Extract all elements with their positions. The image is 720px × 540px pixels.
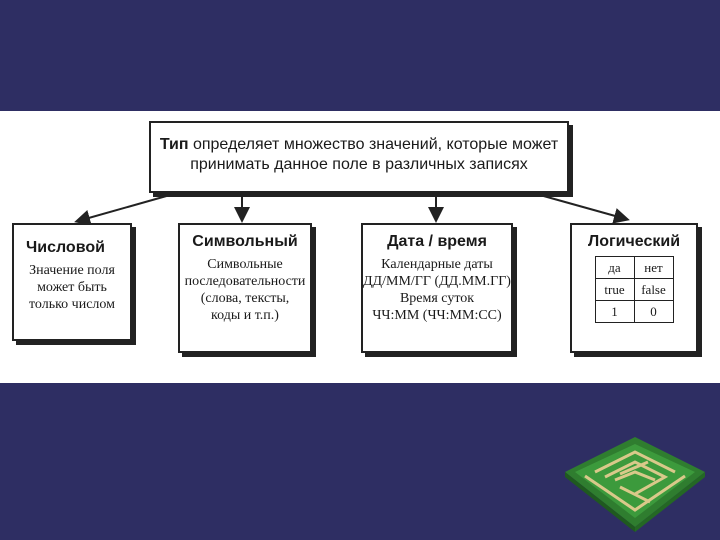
table-cell: true [594, 278, 635, 301]
string-type-box: Символьный Символьные последовательности… [178, 223, 312, 353]
table-row: да нет [594, 256, 674, 279]
table-cell: нет [633, 256, 674, 279]
datetime-type-title: Дата / время [387, 233, 487, 250]
arrow-to-numeric [74, 194, 171, 226]
numeric-type-box: Числовой Значение поля может быть только… [12, 223, 132, 341]
connector-arrows [74, 194, 630, 226]
content-band: Тип определяет множество значений, котор… [0, 111, 720, 383]
string-type-title: Символьный [192, 233, 298, 250]
string-type-description: Символьные последовательности (слова, те… [184, 257, 306, 323]
numeric-type-description: Значение поля может быть только числом [28, 263, 116, 312]
definition-keyword: Тип [159, 136, 189, 153]
definition-text-1: определяет множество значений, которые м… [188, 136, 559, 153]
arrow-to-logical [539, 194, 630, 224]
numeric-type-title: Числовой [26, 239, 105, 256]
definition-line-2: принимать данное поле в различных запися… [190, 156, 528, 173]
table-cell: false [633, 278, 674, 301]
table-cell: 0 [633, 300, 674, 323]
table-cell: 1 [594, 300, 635, 323]
maze-icon [565, 437, 705, 532]
table-cell: да [594, 256, 635, 279]
datetime-type-box: Дата / время Календарные даты ДД/ММ/ГГ (… [361, 223, 513, 353]
logical-type-title: Логический [587, 233, 681, 250]
definition-line-1: Тип определяет множество значений, котор… [151, 135, 567, 155]
logical-values-table: да нет true false 1 0 [594, 256, 674, 323]
datetime-type-description: Календарные даты ДД/ММ/ГГ (ДД.ММ.ГГ) Вре… [363, 257, 511, 323]
type-definition-box: Тип определяет множество значений, котор… [149, 121, 569, 193]
table-row: true false [594, 278, 674, 301]
logical-type-box: Логический да нет true false 1 0 [570, 223, 698, 353]
table-row: 1 0 [594, 300, 674, 323]
